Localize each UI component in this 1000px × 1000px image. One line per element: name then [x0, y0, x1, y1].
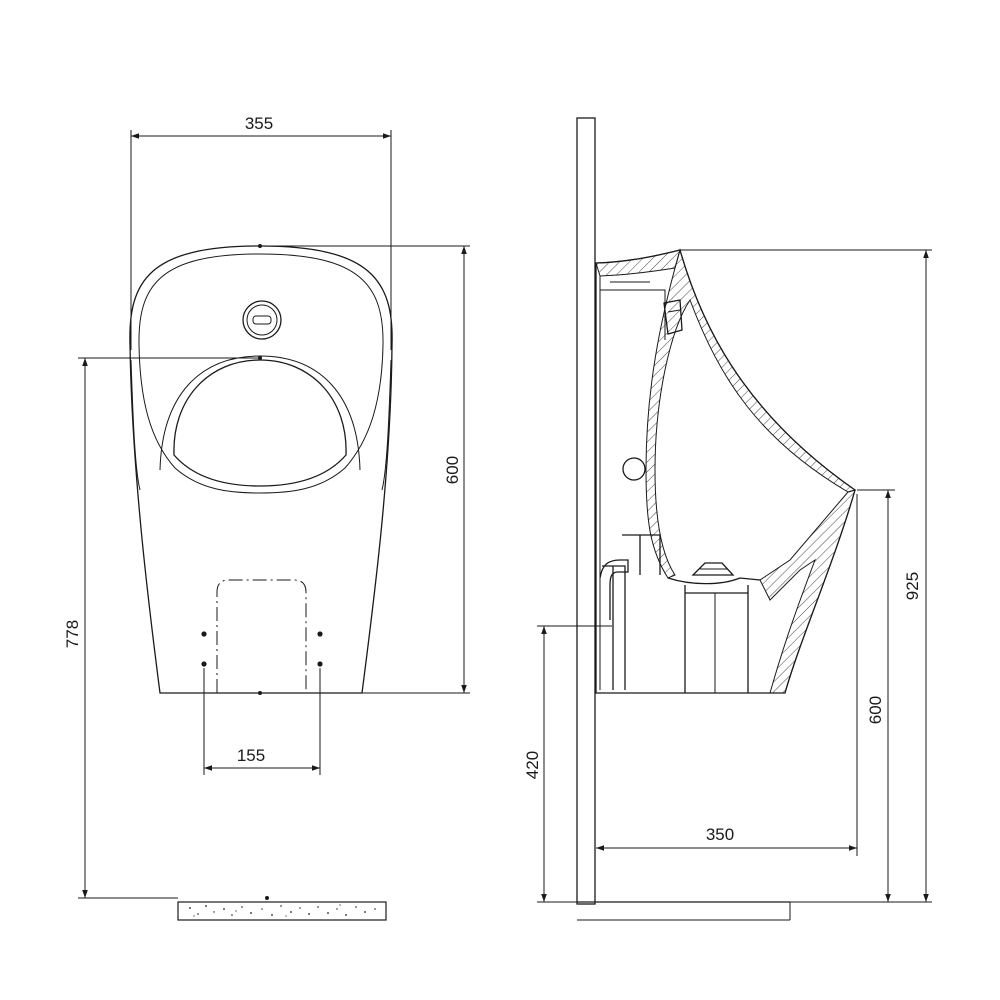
dim-label-778: 778 — [63, 620, 82, 648]
center-mark-bottom — [258, 691, 262, 695]
dimension-height-420: 420 — [523, 625, 612, 903]
floor-block — [177, 901, 387, 921]
bowl-opening — [173, 359, 347, 487]
center-mark-top — [258, 244, 262, 248]
floor-speckle — [189, 904, 376, 917]
sensor-module-icon — [663, 299, 683, 335]
sensor-icon — [242, 300, 282, 340]
rear-cavity — [599, 276, 666, 690]
sensor-module-line — [667, 309, 681, 313]
rim-inner-line — [138, 253, 384, 494]
bowl-bottom — [667, 577, 761, 585]
ceramic-section-lip — [759, 489, 856, 694]
dimension-spacing-155: 155 — [203, 668, 321, 775]
sensor-window — [252, 315, 272, 325]
internal-trap-body — [684, 585, 749, 693]
mount-hole — [317, 661, 323, 667]
inlet-pipe — [599, 559, 629, 620]
urinal-body-outline — [129, 245, 393, 694]
inspection-hole-icon — [622, 457, 646, 481]
rear-box — [602, 565, 626, 690]
valve-box — [622, 534, 661, 575]
dim-label-355: 355 — [245, 114, 273, 133]
dimension-height-600-side: 600 — [857, 489, 895, 902]
ceramic-section-front — [645, 248, 857, 579]
body-edge-left — [130, 359, 141, 491]
dimension-height-778: 778 — [63, 357, 262, 899]
mount-hole — [201, 631, 207, 637]
wall-section — [576, 117, 596, 905]
mount-hole — [201, 661, 207, 667]
sensor-ring — [246, 304, 278, 336]
dimension-height-925: 925 — [680, 249, 932, 903]
bowl-inner-curve — [159, 355, 361, 471]
drain-fitting — [691, 562, 735, 576]
dimension-width-355: 355 — [130, 114, 392, 350]
dim-label-600-side: 600 — [866, 696, 885, 724]
dimension-depth-350: 350 — [596, 494, 858, 856]
mount-hole — [317, 631, 323, 637]
mounting-plate-dashed — [216, 579, 307, 693]
dim-label-350: 350 — [706, 825, 734, 844]
dim-label-600-front: 600 — [443, 456, 462, 484]
front-view: 355 600 778 155 — [63, 114, 470, 921]
dim-label-420: 420 — [523, 751, 542, 779]
body-edge-right — [381, 359, 392, 491]
center-mark-floor — [265, 896, 269, 900]
ceramic-section-top — [595, 249, 681, 277]
side-view: 925 600 350 420 — [523, 117, 932, 921]
dim-label-155: 155 — [237, 746, 265, 765]
dim-label-925: 925 — [903, 572, 922, 600]
dimension-height-600: 600 — [262, 245, 470, 694]
